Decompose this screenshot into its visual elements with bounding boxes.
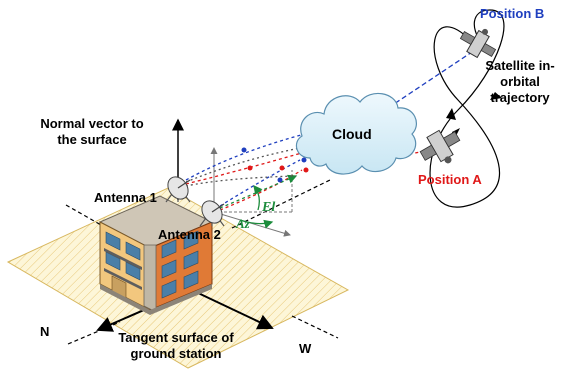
normal-vector-label-line2: the surface [57, 132, 127, 147]
azimuth-angle-label: Az [236, 216, 250, 231]
satellite-label: Satellite in- orbital trajectory [478, 58, 562, 106]
antenna-icon [165, 176, 191, 203]
normal-vector-label: Normal vector to the surface [22, 116, 162, 148]
tangent-surface-label: Tangent surface of ground station [96, 330, 256, 362]
satellite-label-line2: orbital [500, 74, 540, 89]
path-markers [241, 147, 309, 183]
satellite-label-line3: trajectory [490, 90, 550, 105]
angle-arcs [239, 184, 274, 229]
satellite-icon [459, 28, 497, 59]
normal-vector-label-line1: Normal vector to [40, 116, 144, 131]
west-label: W [299, 341, 312, 356]
north-label: N [40, 324, 50, 339]
position-b-label: Position B [480, 6, 545, 21]
position-a-label: Position A [418, 172, 482, 187]
satellite-label-line1: Satellite in- [485, 58, 555, 73]
satellite-orbit [429, 9, 505, 208]
elevation-angle-label: El [262, 200, 276, 215]
antenna-icon [199, 200, 225, 227]
building-icon [98, 195, 214, 315]
satellite-icon [419, 129, 461, 164]
tangent-surface-label-line2: ground station [130, 346, 222, 361]
tangent-surface-label-line1: Tangent surface of [118, 330, 234, 345]
cloud-icon [295, 92, 417, 175]
antenna1-label: Antenna 1 [94, 190, 157, 205]
cloud-label: Cloud [332, 126, 372, 142]
antenna2-label: Antenna 2 [158, 227, 221, 242]
